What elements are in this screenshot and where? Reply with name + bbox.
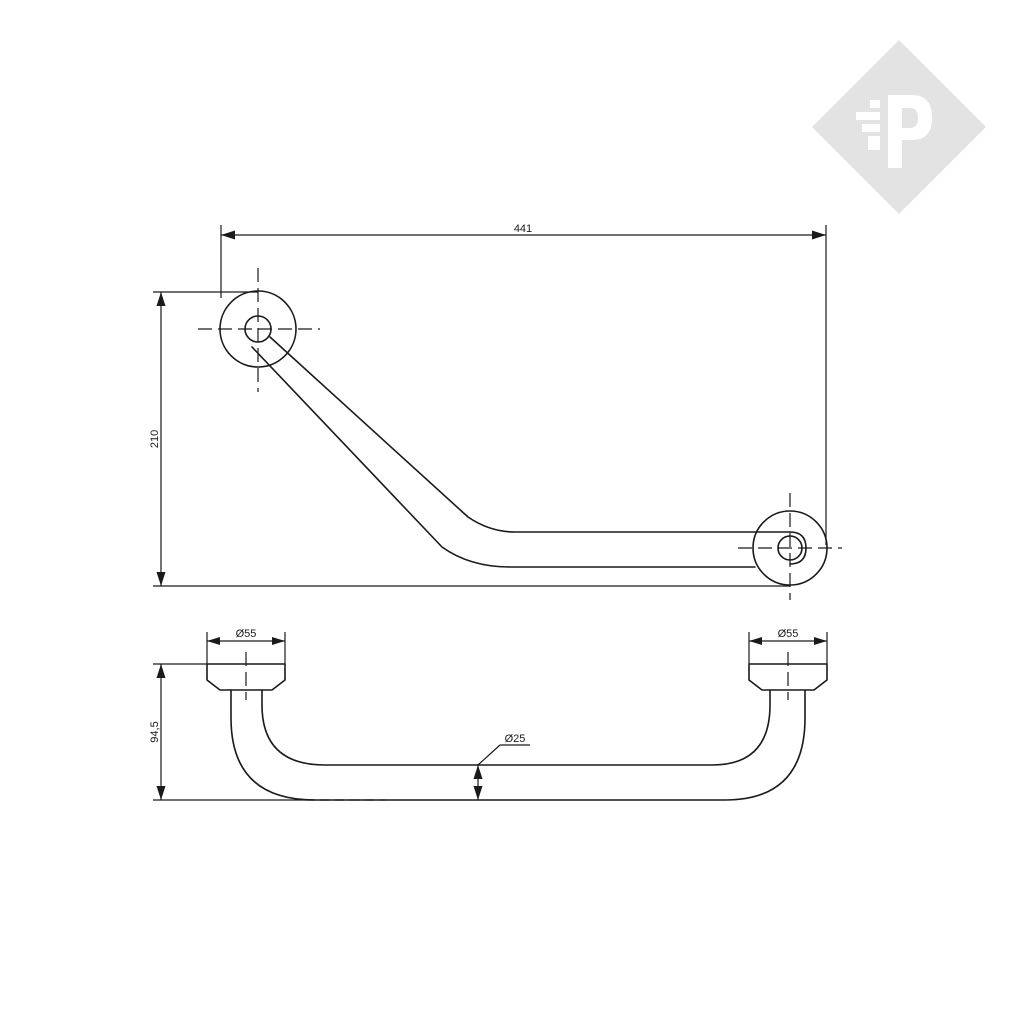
dimension-projection: 94,5 bbox=[149, 663, 315, 801]
dimension-width-label: 441 bbox=[514, 223, 532, 235]
dimension-width: 441 bbox=[220, 223, 827, 545]
left-flange-diameter-label: Ø55 bbox=[236, 628, 257, 640]
right-flange-top bbox=[738, 493, 842, 600]
tube-diameter-label: Ø25 bbox=[505, 733, 526, 745]
dimension-height-label: 210 bbox=[149, 430, 161, 448]
dimension-left-flange: Ø55 bbox=[206, 628, 286, 664]
front-view: Ø55 Ø55 bbox=[149, 628, 828, 801]
dimension-height: 210 bbox=[149, 291, 790, 587]
left-flange-front bbox=[206, 652, 286, 700]
right-flange-front bbox=[748, 652, 828, 700]
right-flange-diameter-label: Ø55 bbox=[778, 628, 799, 640]
dimension-right-flange: Ø55 bbox=[748, 628, 828, 664]
projection-label: 94,5 bbox=[149, 721, 161, 742]
brand-logo bbox=[812, 40, 986, 214]
dimension-tube-diameter: Ø25 bbox=[473, 733, 530, 800]
grab-bar-tube-front bbox=[230, 689, 806, 801]
left-flange-top bbox=[198, 268, 320, 392]
top-view: 441 210 bbox=[149, 223, 842, 600]
grab-bar-tube-top bbox=[251, 336, 807, 568]
